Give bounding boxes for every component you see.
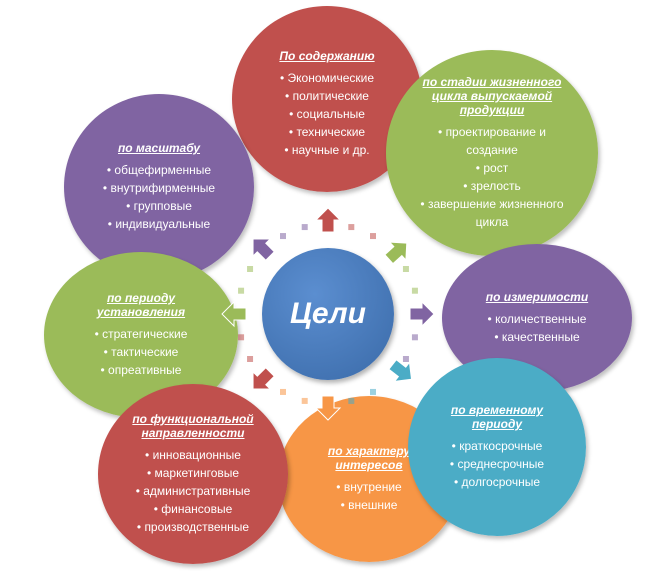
node-by-time-period: по временному периоду краткосрочные сред… <box>408 358 586 536</box>
list-item: проектирование и создание <box>422 123 562 159</box>
list-item: количественные <box>488 310 586 328</box>
node-title: по масштабу <box>117 141 201 155</box>
list-item: среднесрочные <box>450 455 544 473</box>
list-item: общефирменные <box>103 161 215 179</box>
ring-segment <box>280 388 286 395</box>
ring-segment <box>280 233 286 240</box>
arrow-to-lifecycle <box>384 241 408 265</box>
list-item: производственные <box>136 518 251 536</box>
ring-segment <box>370 233 376 240</box>
ring-segment <box>247 266 254 272</box>
ring-segment <box>238 287 245 294</box>
list-item: завершение жизненного цикла <box>407 195 577 231</box>
node-by-functional-focus: по функциональной направленности инновац… <box>98 384 288 564</box>
ring-segment <box>402 266 409 272</box>
ring-segment <box>238 334 245 341</box>
node-title: по функциональной направленности <box>132 412 254 440</box>
node-title: по периоду установления <box>96 291 186 319</box>
list-item: технические <box>280 123 374 141</box>
list-item: стратегические <box>95 325 187 343</box>
arrow-to-period <box>221 300 247 328</box>
node-title: по измеримости <box>485 290 589 304</box>
list-item: маркетинговые <box>136 464 251 482</box>
list-item: краткосрочные <box>450 437 544 455</box>
ring-segment <box>348 397 355 404</box>
arrow-to-scale <box>252 238 275 261</box>
list-item: внешние <box>336 496 401 514</box>
list-item: финансовые <box>136 500 251 518</box>
list-item: индивидуальные <box>103 215 215 233</box>
list-item: долгосрочные <box>450 473 544 491</box>
arrow-to-functional <box>252 367 275 390</box>
node-title: по временному периоду <box>450 403 544 431</box>
list-item: опреативные <box>95 361 188 379</box>
node-title: по стадии жизненного цикла выпускаемой п… <box>422 75 562 117</box>
list-item: Экономические <box>280 69 375 87</box>
node-title: по характеру интересов <box>327 444 411 472</box>
list-item: инновационные <box>136 446 251 464</box>
ring-segment <box>411 287 418 294</box>
ring-segment <box>370 388 376 395</box>
ring-segment <box>301 397 308 404</box>
list-item: политические <box>280 87 374 105</box>
node-by-lifecycle-stage: по стадии жизненного цикла выпускаемой п… <box>386 50 598 256</box>
center-label: Цели <box>290 297 366 330</box>
list-item: качественные <box>488 328 587 346</box>
ring-segment <box>348 224 355 231</box>
list-item: административные <box>136 482 250 500</box>
node-title: По содержанию <box>279 49 375 63</box>
arrow-to-time-period <box>388 359 413 382</box>
list-item: групповые <box>103 197 215 215</box>
list-item: внутрифирменные <box>103 179 215 197</box>
ring-segment <box>301 224 308 231</box>
list-item: тактические <box>95 343 188 361</box>
list-item: зрелость <box>407 177 577 195</box>
list-item: рост <box>407 159 577 177</box>
ring-segment <box>411 334 418 341</box>
ring-segment <box>247 356 254 362</box>
list-item: внутрение <box>336 478 402 496</box>
list-item: научные и др. <box>280 141 374 159</box>
ring-segment <box>402 356 409 362</box>
center-goals: Цели <box>262 248 394 380</box>
arrow-to-content <box>314 207 342 233</box>
arrow-to-measurability <box>409 300 435 328</box>
node-by-scale: по масштабу общефирменные внутрифирменны… <box>64 94 254 280</box>
arrow-to-interests <box>314 395 342 421</box>
node-by-content: По содержанию Экономические политические… <box>232 6 422 192</box>
list-item: социальные <box>280 105 374 123</box>
